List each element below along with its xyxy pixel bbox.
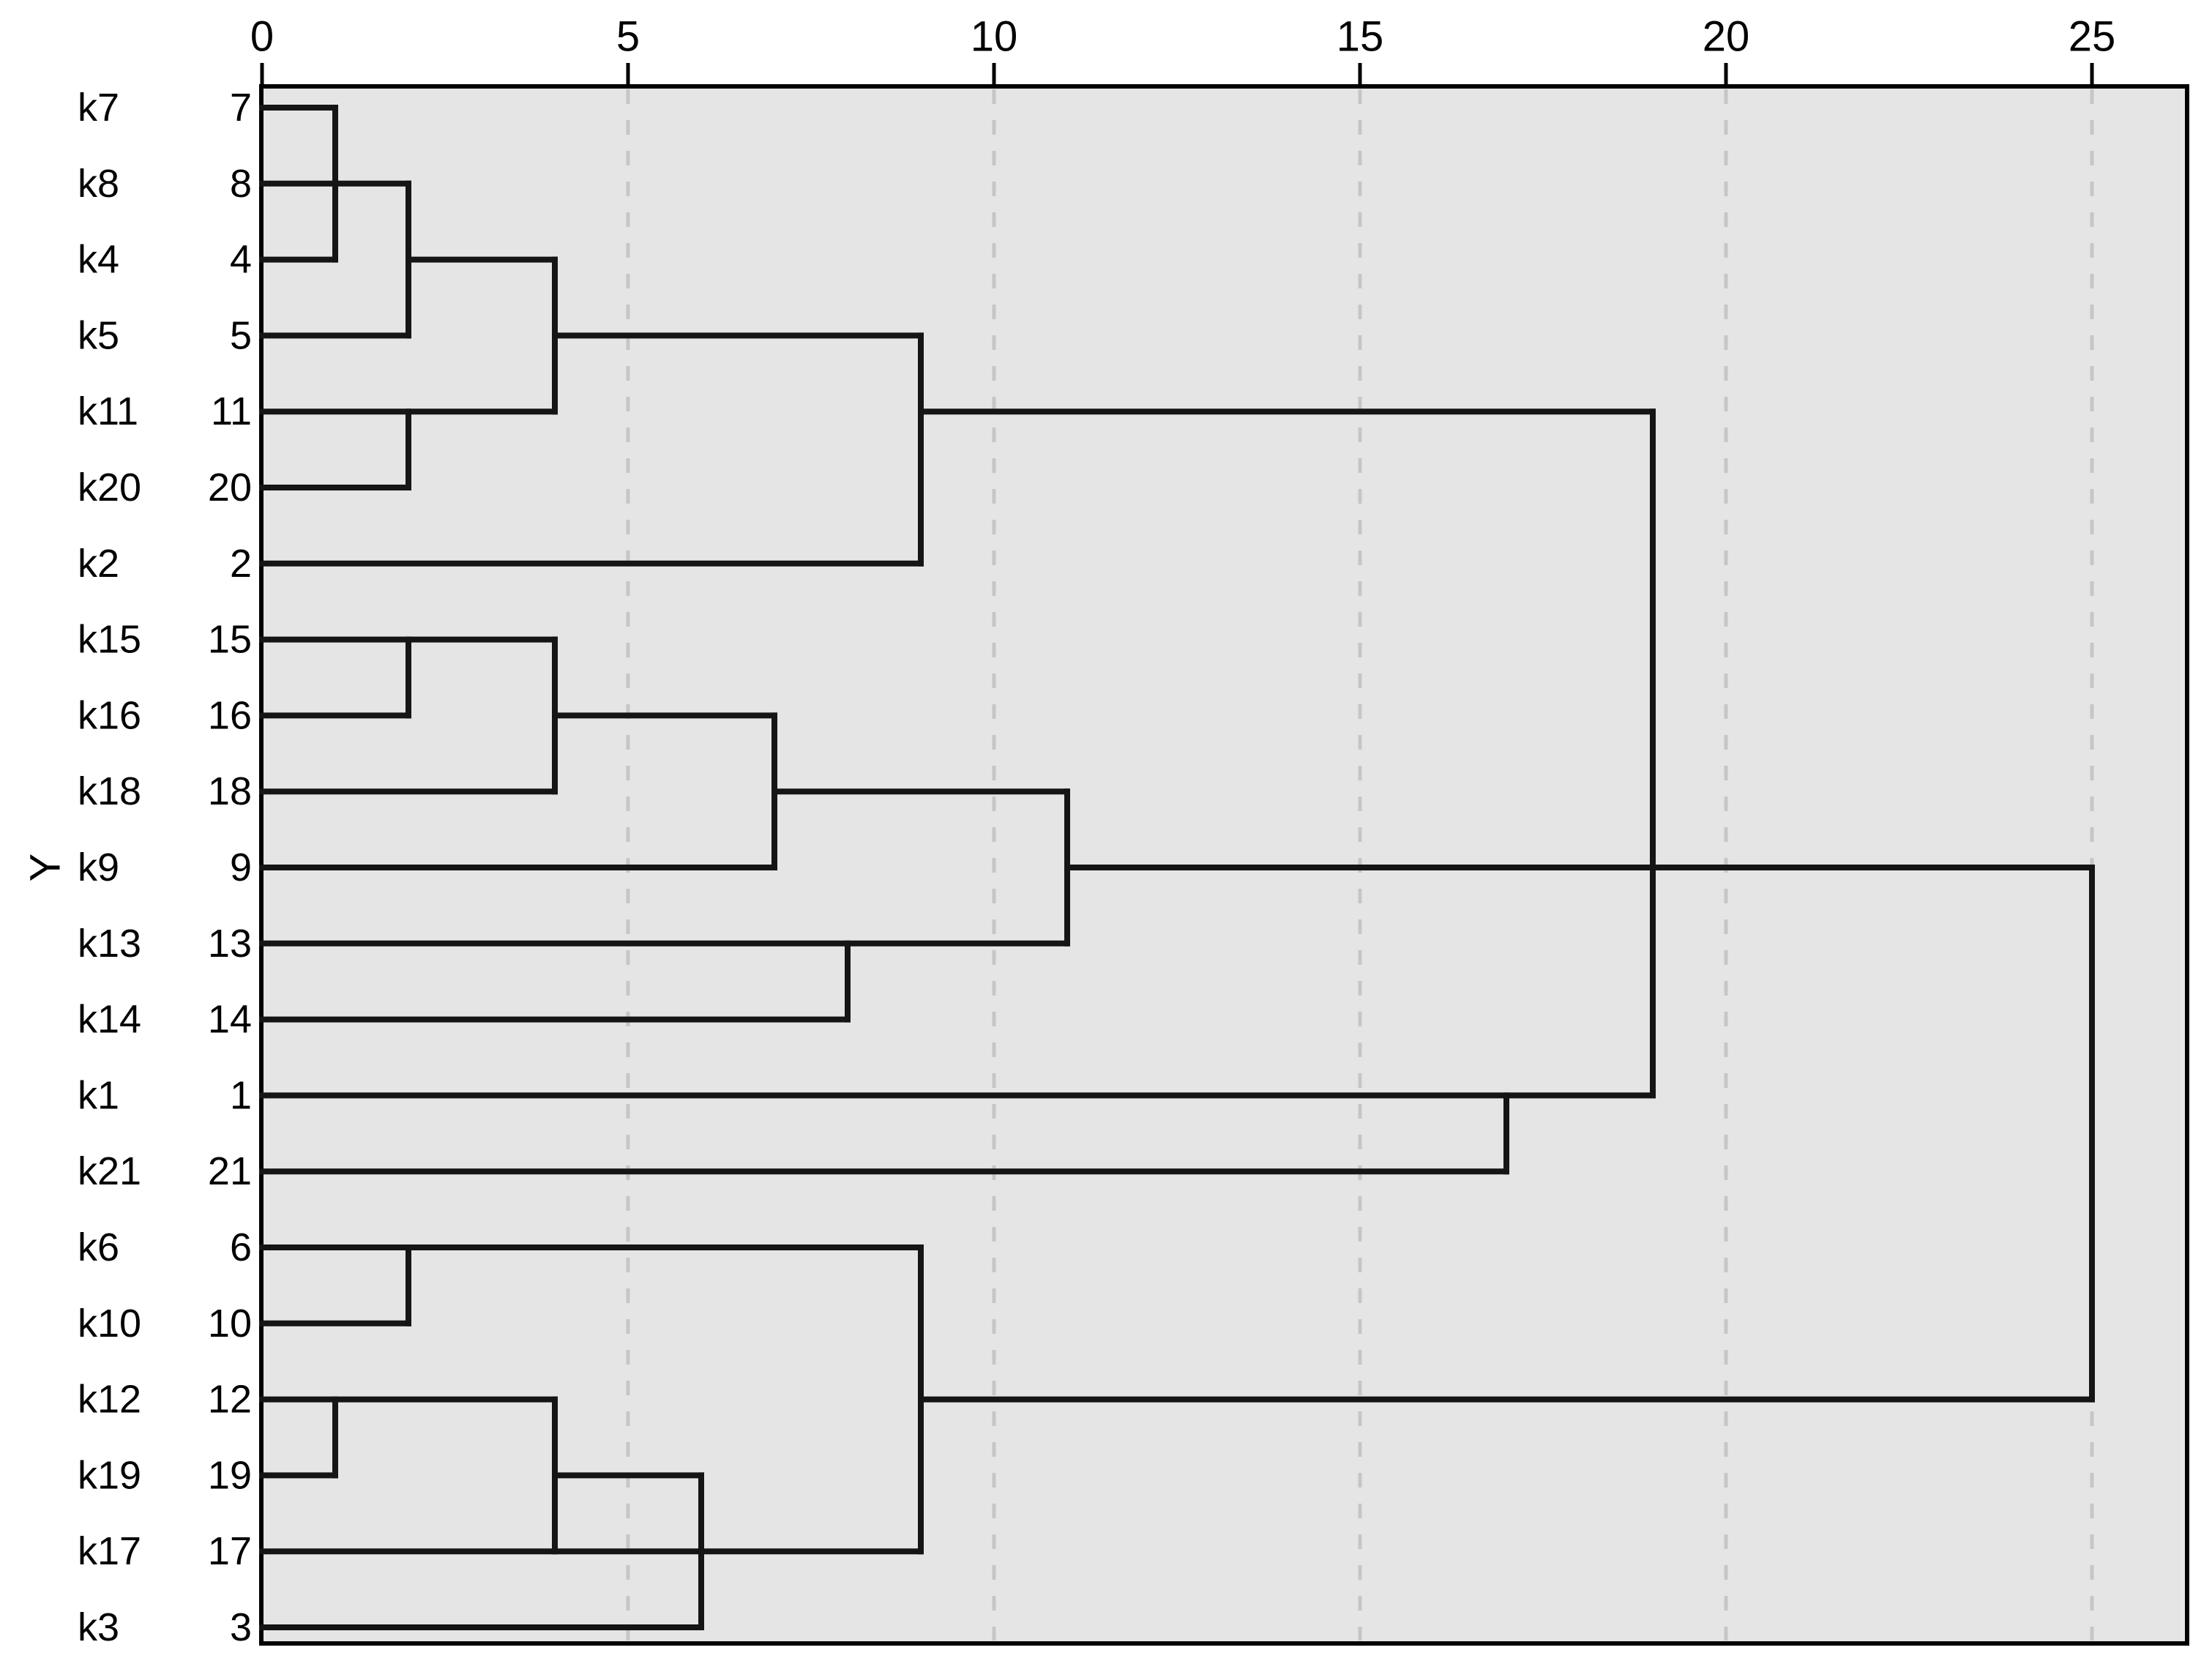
leaf-label-k13: k13 xyxy=(78,922,141,966)
x-tick-label-15: 15 xyxy=(1337,13,1384,61)
leaf-label-k18: k18 xyxy=(78,769,141,813)
leaf-number-k6: 6 xyxy=(230,1225,252,1269)
leaf-number-k1: 1 xyxy=(230,1073,252,1117)
leaf-number-k12: 12 xyxy=(208,1378,252,1422)
leaf-number-k17: 17 xyxy=(208,1529,252,1573)
leaf-number-k19: 19 xyxy=(208,1453,252,1497)
leaf-number-k9: 9 xyxy=(230,846,252,889)
leaf-label-k5: k5 xyxy=(78,313,119,357)
leaf-label-k12: k12 xyxy=(78,1378,141,1422)
leaf-number-k2: 2 xyxy=(230,542,252,586)
leaf-label-k7: k7 xyxy=(78,86,119,130)
x-tick-label-25: 25 xyxy=(2069,13,2116,61)
leaf-number-k18: 18 xyxy=(208,769,252,813)
leaf-label-k17: k17 xyxy=(78,1529,141,1573)
leaf-label-k15: k15 xyxy=(78,618,141,662)
leaf-number-k20: 20 xyxy=(208,466,252,510)
x-tick-label-10: 10 xyxy=(971,13,1018,61)
leaf-label-k19: k19 xyxy=(78,1453,141,1497)
y-axis-label: Y xyxy=(22,854,70,882)
leaf-label-k9: k9 xyxy=(78,846,119,889)
leaf-number-k11: 11 xyxy=(211,389,252,433)
leaf-number-k16: 16 xyxy=(208,693,252,737)
leaf-label-k6: k6 xyxy=(78,1225,119,1269)
leaf-number-k8: 8 xyxy=(230,162,252,206)
x-tick-label-0: 0 xyxy=(250,13,274,61)
leaf-number-k3: 3 xyxy=(230,1605,252,1649)
leaf-label-k1: k1 xyxy=(78,1073,119,1117)
leaf-number-k10: 10 xyxy=(208,1302,252,1346)
leaf-number-k13: 13 xyxy=(208,922,252,966)
leaf-label-k2: k2 xyxy=(78,542,119,586)
leaf-label-k21: k21 xyxy=(78,1149,141,1193)
x-tick-label-5: 5 xyxy=(616,13,640,61)
leaf-label-k3: k3 xyxy=(78,1605,119,1649)
leaf-number-k15: 15 xyxy=(208,618,252,662)
leaf-number-k7: 7 xyxy=(230,86,252,130)
leaf-number-k21: 21 xyxy=(208,1149,252,1193)
leaf-label-k10: k10 xyxy=(78,1302,141,1346)
leaf-label-k8: k8 xyxy=(78,162,119,206)
leaf-label-k16: k16 xyxy=(78,693,141,737)
leaf-number-k5: 5 xyxy=(230,313,252,357)
leaf-label-k4: k4 xyxy=(78,238,119,282)
leaf-number-k14: 14 xyxy=(208,998,252,1042)
leaf-label-k20: k20 xyxy=(78,466,141,510)
leaf-label-k11: k11 xyxy=(78,389,138,433)
leaf-label-k14: k14 xyxy=(78,998,141,1042)
x-tick-label-20: 20 xyxy=(1703,13,1750,61)
leaf-number-k4: 4 xyxy=(230,238,252,282)
